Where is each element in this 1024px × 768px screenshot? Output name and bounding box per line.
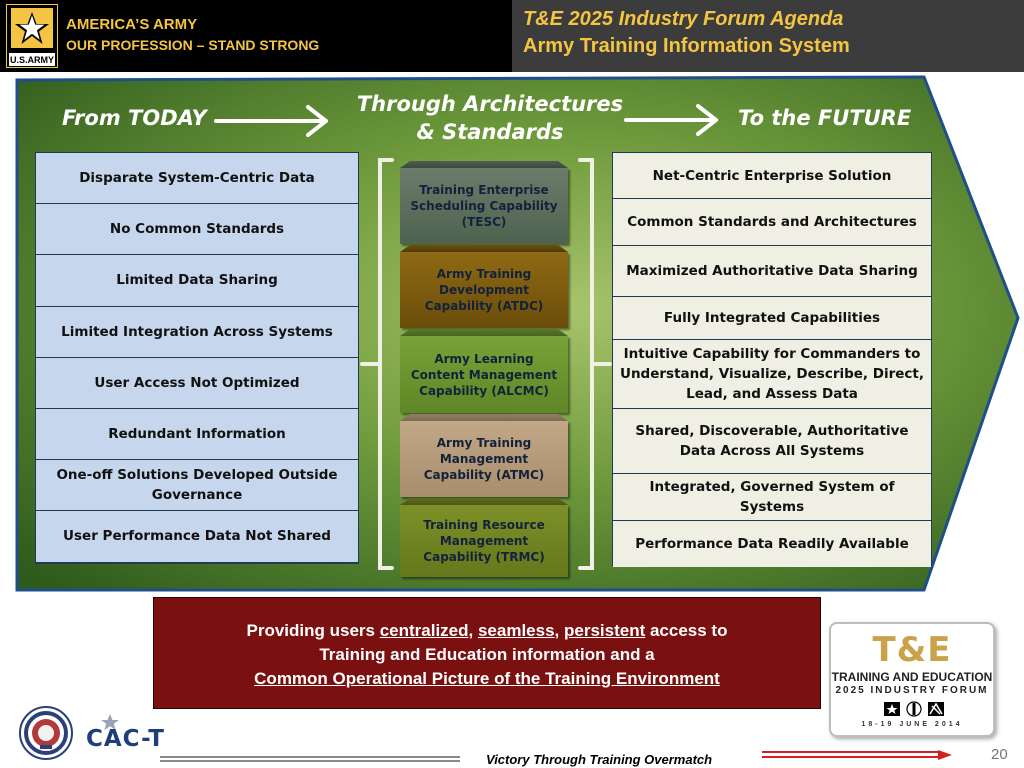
te-industry-forum-logo: T&E TRAINING AND EDUCATION 2025 INDUSTRY… (829, 622, 995, 737)
today-item: User Performance Data Not Shared (36, 511, 358, 562)
mission-statement-banner: Providing users centralized, seamless, p… (153, 597, 821, 709)
today-item: Disparate System-Centric Data (36, 153, 358, 204)
capability-atdc: Army Training Development Capability (AT… (400, 252, 568, 328)
banner-text: , (554, 621, 564, 640)
arrow-right-icon (624, 104, 718, 136)
slide-title: T&E 2025 Industry Forum Agenda (523, 8, 844, 30)
today-state-list: Disparate System-Centric Data No Common … (35, 152, 359, 564)
cac-t-star-icon (101, 714, 119, 730)
army-logo-text: U.S.ARMY (10, 55, 54, 65)
header-title-area (512, 0, 1024, 72)
header: U.S.ARMY AMERICA’S ARMY OUR PROFESSION –… (0, 0, 1024, 72)
capability-trmc: Training Resource Management Capability … (400, 505, 568, 577)
today-item: Limited Integration Across Systems (36, 306, 358, 357)
cac-t-logo-text: CAC-T (86, 726, 165, 752)
future-item: Shared, Discoverable, Authoritative Data… (613, 409, 931, 473)
future-item: Fully Integrated Capabilities (613, 297, 931, 339)
banner-line-2: Training and Education information and a (319, 645, 655, 664)
us-army-star-logo-icon: U.S.ARMY (6, 4, 58, 68)
today-item: No Common Standards (36, 204, 358, 255)
banner-keyword: centralized (379, 621, 469, 640)
through-line-2: & Standards (416, 120, 564, 144)
banner-keyword: persistent (564, 621, 646, 640)
future-state-list: Net-Centric Enterprise Solution Common S… (612, 152, 932, 567)
future-item: Performance Data Readily Available (613, 521, 931, 567)
banner-text: access to (645, 621, 728, 640)
brand-line-1: AMERICA’S ARMY (66, 16, 198, 33)
capability-tesc: Training Enterprise Scheduling Capabilit… (400, 168, 568, 244)
left-bracket-icon (360, 158, 394, 570)
through-line-1: Through Architectures (356, 92, 624, 116)
banner-text: , (468, 621, 478, 640)
forum-logo-subtitle: 2025 INDUSTRY FORUM (835, 685, 989, 696)
future-item: Intuitive Capability for Commanders to U… (613, 340, 931, 408)
forum-emblems-icon (884, 701, 944, 717)
future-item: Net-Centric Enterprise Solution (613, 153, 931, 198)
today-item: User Access Not Optimized (36, 357, 358, 408)
to-future-label: To the FUTURE (738, 106, 912, 130)
combined-arms-center-seal-icon (19, 706, 73, 760)
through-architectures-label: Through Architectures & Standards (330, 90, 650, 146)
arrow-right-icon (214, 105, 328, 137)
header-brand-area: U.S.ARMY AMERICA’S ARMY OUR PROFESSION –… (0, 0, 512, 72)
future-item: Maximized Authoritative Data Sharing (613, 246, 931, 296)
future-item: Common Standards and Architectures (613, 199, 931, 245)
right-bracket-icon (578, 158, 612, 570)
slide-subtitle: Army Training Information System (523, 35, 850, 57)
today-item: Limited Data Sharing (36, 255, 358, 306)
today-item: Redundant Information (36, 408, 358, 460)
from-today-label: From TODAY (62, 106, 207, 130)
future-item: Integrated, Governed System of Systems (613, 474, 931, 520)
forum-logo-name: TRAINING AND EDUCATION (831, 670, 993, 684)
banner-text: Providing users (246, 621, 380, 640)
footer-tagline: Victory Through Training Overmatch (486, 752, 713, 767)
capability-alcmc: Army Learning Content Management Capabil… (400, 336, 568, 413)
footer-red-arrow-icon (938, 750, 952, 760)
brand-line-2: OUR PROFESSION – STAND STRONG (66, 37, 320, 53)
forum-logo-date: 18-19 JUNE 2014 (861, 721, 963, 728)
page-number: 20 (991, 746, 1008, 763)
banner-line-1: Providing users centralized, seamless, p… (154, 619, 820, 643)
today-item: One-off Solutions Developed Outside Gove… (36, 460, 358, 511)
capability-atmc: Army Training Management Capability (ATM… (400, 421, 568, 497)
banner-line-3: Common Operational Picture of the Traini… (254, 669, 720, 688)
banner-keyword: seamless (477, 621, 555, 640)
forum-logo-mark: T&E (872, 630, 952, 670)
